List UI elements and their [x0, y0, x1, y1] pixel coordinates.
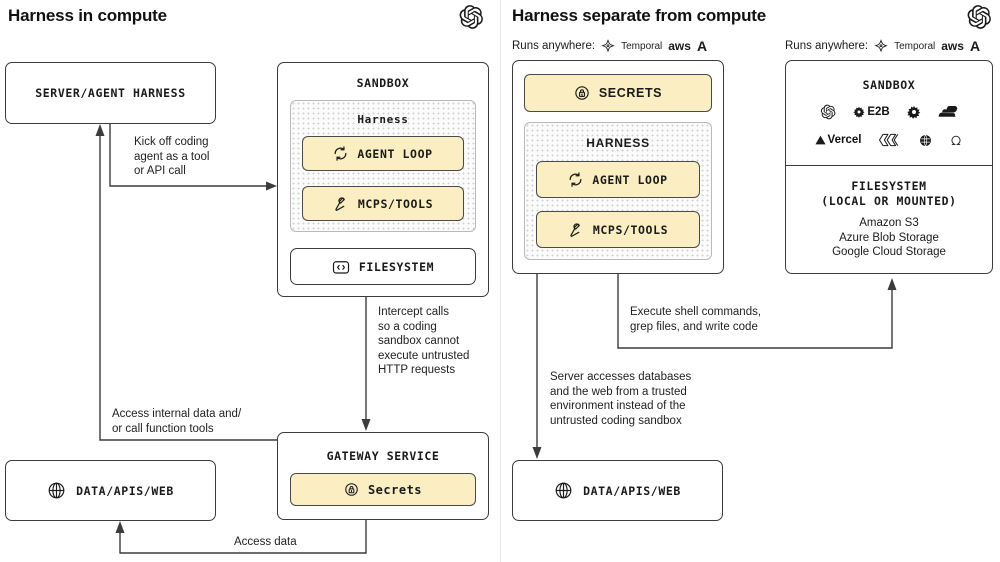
- right-panel-title: Harness separate from compute: [512, 6, 767, 25]
- mcps-tools-label-right: MCPS/TOOLS: [592, 222, 669, 237]
- fly-sphere-icon: [919, 134, 932, 147]
- note-execute-shell: Execute shell commands, grep files, and …: [630, 306, 762, 333]
- note-kickoff: Kick off coding agent as a tool or API c…: [134, 136, 210, 178]
- filesystem-items: Amazon S3 Azure Blob Storage Google Clou…: [832, 217, 946, 258]
- gateway-service-label: GATEWAY SERVICE: [326, 449, 440, 463]
- agent-loop-button[interactable]: AGENT LOOP: [302, 136, 464, 171]
- code-folder-icon: [332, 259, 350, 275]
- server-agent-harness-label: SERVER/AGENT HARNESS: [35, 86, 186, 100]
- data-apis-web-box-left[interactable]: DATA/APIS/WEB: [5, 460, 216, 521]
- vercel-logo: Vercel: [815, 134, 862, 146]
- filesystem-title-right: FILESYSTEM (LOCAL OR MOUNTED): [821, 179, 957, 208]
- temporal-label-2: Temporal: [894, 40, 936, 52]
- sandbox-label-right: SANDBOX: [862, 78, 916, 92]
- server-agent-harness-box[interactable]: SERVER/AGENT HARNESS: [5, 62, 216, 124]
- vercel-label: Vercel: [827, 134, 862, 146]
- azure-logo-2: A: [969, 38, 981, 54]
- e2b-logo: E2B: [853, 106, 890, 118]
- e2b-gear-icon: [853, 106, 865, 118]
- panel-harness-separate-from-compute: Harness separate from compute Runs anywh…: [500, 0, 1000, 562]
- panel-harness-in-compute: Harness in compute SERVER/AGENT HARNESS …: [5, 4, 489, 554]
- agent-loop-label-right: AGENT LOOP: [592, 172, 668, 187]
- data-apis-web-label-right: DATA/APIS/WEB: [583, 483, 681, 498]
- secrets-label-left: Secrets: [367, 482, 423, 497]
- openai-logo-right: [966, 4, 992, 30]
- runs-anywhere-label-2: Runs anywhere:: [785, 40, 869, 52]
- modal-icon: [878, 133, 902, 147]
- left-panel-title: Harness in compute: [8, 6, 167, 25]
- mcps-tools-button[interactable]: MCPS/TOOLS: [302, 186, 464, 221]
- data-apis-web-label-left: DATA/APIS/WEB: [76, 483, 174, 498]
- harness-label-right: HARNESS: [586, 136, 650, 150]
- openai-logo-small: [820, 104, 836, 120]
- filesystem-box[interactable]: FILESYSTEM: [290, 248, 476, 285]
- note-intercept: Intercept calls so a coding sandbox cann…: [378, 306, 470, 377]
- globe-icon-right: [554, 481, 573, 500]
- daytona-icon: [907, 105, 921, 119]
- agent-loop-label: AGENT LOOP: [357, 146, 433, 161]
- hammer-icon: [333, 196, 349, 212]
- sandbox-provider-row-1: E2B: [785, 104, 993, 120]
- note-access-internal: Access internal data and/ or call functi…: [112, 408, 242, 435]
- aws-logo-2: aws: [941, 39, 964, 53]
- note-server-access: Server accesses databases and the web fr…: [550, 371, 692, 427]
- runs-anywhere-sandbox: Runs anywhere: Temporal aws A: [785, 38, 980, 54]
- sandbox-label: SANDBOX: [356, 76, 410, 90]
- cloudflare-icon: [938, 105, 958, 119]
- globe-icon: [47, 481, 66, 500]
- agent-loop-button-right[interactable]: AGENT LOOP: [536, 161, 700, 198]
- note-access-data: Access data: [234, 536, 297, 548]
- refresh-loop-icon-right: [568, 172, 583, 187]
- refresh-loop-icon: [333, 146, 348, 161]
- data-apis-web-box-right[interactable]: DATA/APIS/WEB: [512, 460, 723, 521]
- aws-logo-1: aws: [668, 39, 691, 53]
- lock-icon-right: [574, 85, 590, 101]
- vercel-triangle-icon: [815, 135, 826, 145]
- e2b-label: E2B: [867, 106, 890, 118]
- temporal-label-1: Temporal: [621, 40, 663, 52]
- temporal-icon-2: [874, 39, 888, 53]
- panel-divider: [499, 0, 501, 562]
- mcps-tools-label: MCPS/TOOLS: [357, 196, 434, 211]
- hammer-icon-right: [568, 222, 584, 238]
- lock-icon: [344, 482, 359, 497]
- runs-anywhere-harness: Runs anywhere: Temporal aws A: [512, 38, 707, 54]
- azure-logo-1: A: [696, 38, 708, 54]
- mcps-tools-button-right[interactable]: MCPS/TOOLS: [536, 211, 700, 248]
- sandbox-provider-row-2: Vercel: [785, 133, 993, 147]
- filesystem-label: FILESYSTEM: [358, 259, 435, 274]
- sandbox-filesystem-separator: [785, 165, 993, 167]
- secrets-label-right: SECRETS: [598, 86, 663, 100]
- omega-icon: [949, 133, 963, 147]
- openai-logo: [458, 4, 484, 30]
- runs-anywhere-label-1: Runs anywhere:: [512, 40, 596, 52]
- harness-label: Harness: [357, 113, 409, 126]
- sandbox-box-right[interactable]: SANDBOX: [785, 60, 993, 274]
- secrets-button-left[interactable]: Secrets: [290, 473, 476, 506]
- temporal-icon: [601, 39, 615, 53]
- secrets-button-right[interactable]: SECRETS: [524, 74, 712, 112]
